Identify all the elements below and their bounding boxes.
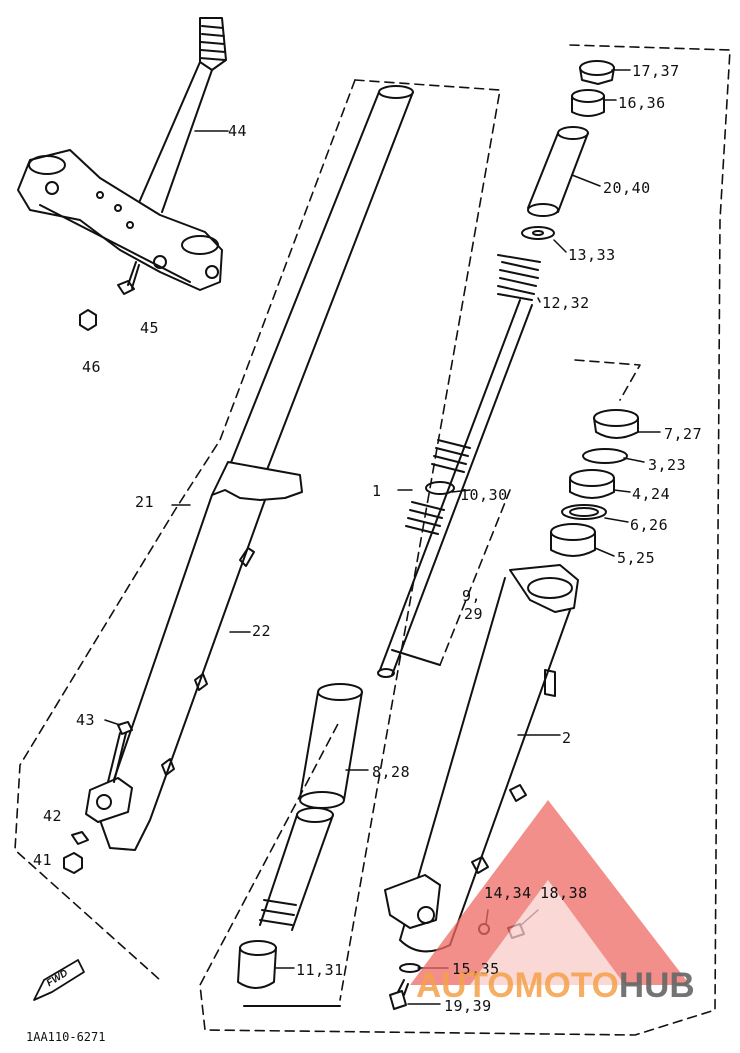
damper-rod-and-springs [377,254,541,678]
label-43: 43 [76,711,96,729]
label-45: 45 [140,319,160,337]
label-44: 44 [228,122,248,140]
fork-cap-and-spacer [521,60,615,240]
label-5-25: 5,25 [617,549,656,567]
label-16-36: 16,36 [618,94,666,112]
label-14-34: 14,34 [484,884,532,902]
label-18-38: 18,38 [540,884,588,902]
label-4-24: 4,24 [632,485,671,503]
diagram-code: 1AA110-6271 [26,1030,106,1044]
stem-bolt-and-nut [79,261,140,331]
oil-seal-stack [550,409,639,557]
right-outer-tube [384,564,579,953]
watermark-text: AUTOMOTOHUB [416,966,695,1006]
label-20-40: 20,40 [603,179,651,197]
label-8-28: 8,28 [372,763,411,781]
label-17-37: 17,37 [632,62,680,80]
fwd-arrow [33,959,85,1001]
label-9: 9, [462,587,482,605]
label-46: 46 [82,358,102,376]
label-2: 2 [562,729,572,747]
label-21: 21 [135,493,155,511]
left-fork-assembly [63,85,414,874]
label-12-32: 12,32 [542,294,590,312]
label-6-26: 6,26 [630,516,669,534]
label-15-35: 15,35 [452,960,500,978]
label-22: 22 [252,622,272,640]
watermark-text-hub: HUB [618,966,695,1005]
steering-stem [17,17,227,291]
label-41: 41 [33,851,53,869]
watermark-logo [410,800,690,985]
label-19-39: 19,39 [444,997,492,1015]
label-10-30: 10,30 [460,486,508,504]
label-7-27: 7,27 [664,425,703,443]
label-3-23: 3,23 [648,456,687,474]
label-13-33: 13,33 [568,246,616,264]
label-29: 29 [464,605,484,623]
watermark-text-automoto: AUTOMOTO [416,966,619,1005]
dashed-group-outlines [14,44,731,1036]
label-42: 42 [43,807,63,825]
label-1: 1 [372,482,382,500]
label-11-31: 11,31 [296,961,344,979]
inner-slide-parts [237,683,363,1007]
